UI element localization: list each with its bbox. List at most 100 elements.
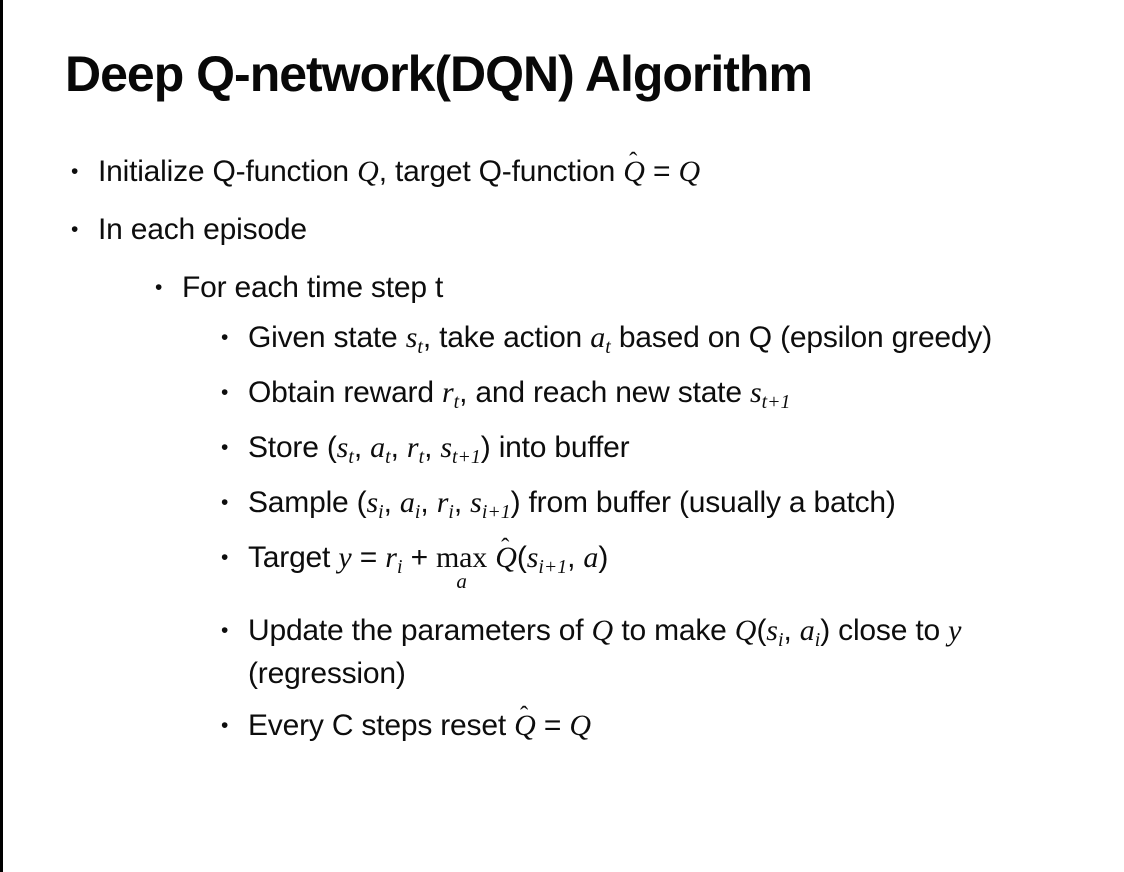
text-segment: to make bbox=[613, 614, 735, 647]
operator-underscript: a bbox=[456, 569, 467, 593]
operator-name: max bbox=[436, 541, 488, 574]
math-subscript: t bbox=[385, 445, 391, 468]
text-segment: , bbox=[383, 486, 400, 519]
math-subscript: i+1 bbox=[481, 500, 511, 523]
bullet-item: •For each time step t bbox=[3, 268, 1078, 308]
math-variable: Q bbox=[514, 709, 536, 742]
math-variable: s bbox=[526, 541, 539, 574]
bullet-item: • Update the parameters of Q to make Q(si… bbox=[3, 611, 1078, 694]
hat-accent-icon: ˆ bbox=[501, 534, 510, 562]
bullet-icon: • bbox=[71, 160, 79, 183]
text-segment: Every C steps reset bbox=[248, 709, 515, 742]
slide-title: Deep Q-network(DQN) Algorithm bbox=[65, 46, 813, 102]
math-subscript: t bbox=[605, 335, 611, 358]
text-segment: + bbox=[402, 541, 437, 574]
math-variable: Q bbox=[495, 541, 517, 574]
text-segment: ) close to bbox=[820, 614, 949, 647]
text-segment: ) from buffer (usually a batch) bbox=[510, 486, 896, 519]
math-variable: s bbox=[336, 431, 349, 464]
bullet-item: • Initialize Q-function Q, target Q-funct… bbox=[3, 148, 1078, 192]
math-variable: s bbox=[366, 486, 379, 519]
bullet-icon: • bbox=[221, 714, 229, 737]
math-subscript: t bbox=[453, 390, 460, 413]
math-variable: r bbox=[385, 541, 397, 574]
text-segment: , bbox=[453, 486, 471, 519]
text-segment: Target bbox=[248, 541, 339, 574]
text-segment: based on Q (epsilon greedy) bbox=[610, 321, 992, 354]
math-subscript: t+1 bbox=[452, 445, 481, 468]
text-segment: Update the parameters of bbox=[248, 614, 592, 647]
bullet-item: • Store (st, at, rt, st+1) into buffer bbox=[3, 428, 1078, 471]
text-segment: , bbox=[353, 431, 371, 464]
math-subscript: t+1 bbox=[761, 390, 791, 413]
math-variable: s bbox=[766, 614, 778, 647]
text-segment: , bbox=[783, 614, 800, 647]
math-subscript: i bbox=[378, 500, 384, 523]
bullet-text: For each time step t bbox=[182, 268, 443, 308]
bullet-icon: • bbox=[221, 619, 229, 642]
math-variable: r bbox=[436, 486, 449, 519]
text-segment: Initialize Q-function bbox=[98, 155, 358, 188]
bullet-text: Sample (si, ai, ri, si+1) from buffer (u… bbox=[248, 483, 896, 526]
bullet-text: Update the parameters of Q to make Q(si,… bbox=[248, 611, 1078, 694]
math-variable: s bbox=[749, 376, 762, 409]
bullet-item: • Obtain reward rt, and reach new state s… bbox=[3, 373, 1078, 416]
bullet-icon: • bbox=[221, 381, 229, 404]
text-segment: , take action bbox=[422, 321, 591, 354]
math-subscript: t bbox=[418, 445, 425, 468]
bullet-icon: • bbox=[71, 218, 79, 241]
bullet-text: Store (st, at, rt, st+1) into buffer bbox=[248, 428, 630, 471]
text-segment bbox=[487, 541, 495, 574]
bullet-text: Given state st, take action at based on … bbox=[248, 318, 992, 361]
bullet-icon: • bbox=[221, 326, 229, 349]
text-segment: , and reach new state bbox=[459, 376, 750, 409]
bullet-item: •Sample (si, ai, ri, si+1) from buffer (… bbox=[3, 483, 1078, 526]
math-variable: s bbox=[440, 431, 453, 464]
text-segment: = bbox=[351, 541, 386, 574]
hat-accent-icon: ˆ bbox=[519, 702, 529, 730]
hat-accent-icon: ˆ bbox=[629, 148, 638, 176]
bullet-item: • In each episode bbox=[3, 210, 1078, 250]
math-variable: Q bbox=[357, 155, 379, 188]
text-segment: , target Q-function bbox=[378, 155, 624, 188]
text-segment: Obtain reward bbox=[248, 376, 442, 409]
math-subscript: i bbox=[414, 500, 421, 523]
math-subscript: t bbox=[417, 335, 423, 358]
math-variable: a bbox=[583, 541, 599, 574]
math-variable: s bbox=[470, 486, 482, 519]
text-segment: ( bbox=[756, 614, 767, 647]
text-segment: (regression) bbox=[248, 657, 406, 690]
text-segment: = bbox=[644, 155, 679, 188]
text-segment: , bbox=[424, 431, 441, 464]
math-subscript: t bbox=[348, 445, 354, 468]
text-segment: Given state bbox=[248, 321, 406, 354]
bullet-list: •Initialize Q-function Q, target Q-funct… bbox=[3, 148, 1124, 746]
math-variable: s bbox=[405, 321, 418, 354]
text-segment: ( bbox=[516, 541, 527, 574]
math-variable: a bbox=[590, 321, 606, 354]
text-segment: , bbox=[390, 431, 407, 464]
math-variable: Q bbox=[623, 155, 645, 188]
text-segment: For each time step t bbox=[182, 271, 444, 304]
math-variable: a bbox=[399, 486, 415, 519]
text-segment: In each episode bbox=[98, 213, 307, 246]
text-segment: ) bbox=[598, 541, 609, 574]
bullet-icon: • bbox=[221, 436, 229, 459]
math-variable: Q bbox=[734, 614, 757, 647]
math-subscript: i+1 bbox=[538, 555, 568, 578]
math-variable: y bbox=[338, 541, 352, 574]
text-segment: Store ( bbox=[248, 431, 337, 464]
math-variable: r bbox=[441, 376, 454, 409]
math-variable: y bbox=[948, 614, 962, 647]
bullet-text: In each episode bbox=[98, 210, 307, 250]
math-variable: Q bbox=[569, 709, 592, 742]
